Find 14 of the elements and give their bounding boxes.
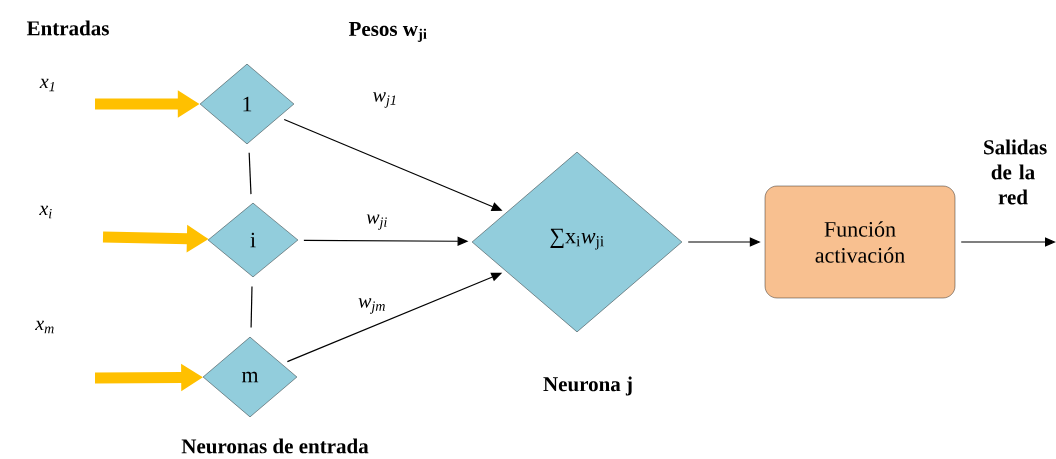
edge-label: x$_{m}$ xyxy=(35,320,54,334)
edge-label: w$_{j1}$ xyxy=(373,92,396,108)
edge-label: Salidas de la red xyxy=(984,139,1047,205)
heading: Neuronas de entrada xyxy=(181,438,369,454)
heading: Pesos w$_{ji}$ xyxy=(348,22,427,42)
node-label: Neurona j xyxy=(543,376,632,396)
process-box: Función activación xyxy=(764,185,956,299)
edge-label: w$_{ji}$ xyxy=(366,214,387,230)
heading: Entradas xyxy=(26,20,109,36)
connector-line xyxy=(250,285,253,329)
connector-line xyxy=(248,152,252,195)
edge-label: x$_{i}$ xyxy=(39,205,52,219)
edge-label: w$_{jm}$ xyxy=(358,298,385,314)
edge-label: x$_{1}$ xyxy=(39,78,55,92)
